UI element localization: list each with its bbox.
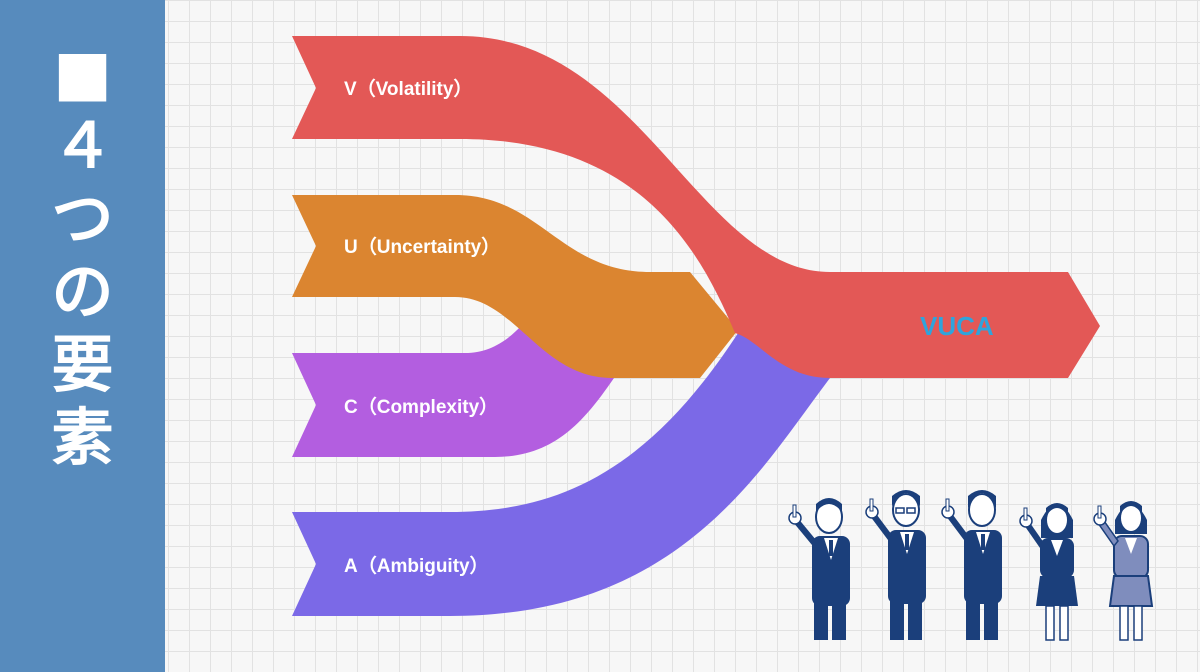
ribbon-v — [292, 36, 1100, 378]
person-older-man — [788, 498, 850, 640]
person-man-glasses — [865, 490, 926, 640]
title-char-you: 要 — [51, 328, 114, 401]
sidebar-panel: ■ ４ つ の 要 素 — [0, 0, 165, 672]
ribbon-a — [292, 330, 830, 616]
person-woman-gray-suit — [1093, 501, 1154, 641]
result-label-vuca: VUCA — [920, 311, 994, 341]
ribbon-label-u: U（Uncertainty） — [344, 235, 500, 258]
ribbon-label-v: V（Volatility） — [344, 77, 472, 100]
ribbon-c — [292, 325, 614, 457]
sidebar-title: ■ ４ つ の 要 素 — [0, 36, 165, 474]
title-number-char: ４ — [51, 109, 114, 182]
ribbon-u — [292, 195, 738, 378]
title-char-no: の — [51, 255, 114, 328]
person-woman-dark-suit — [1019, 503, 1078, 641]
title-char-so: 素 — [51, 401, 114, 474]
title-square-char: ■ — [53, 36, 112, 109]
title-char-tsu: つ — [51, 182, 114, 255]
ribbon-label-c: C（Complexity） — [344, 395, 498, 418]
ribbon-label-a: A（Ambiguity） — [344, 554, 489, 577]
person-young-man — [941, 490, 1002, 640]
business-people-illustration — [788, 490, 1154, 641]
